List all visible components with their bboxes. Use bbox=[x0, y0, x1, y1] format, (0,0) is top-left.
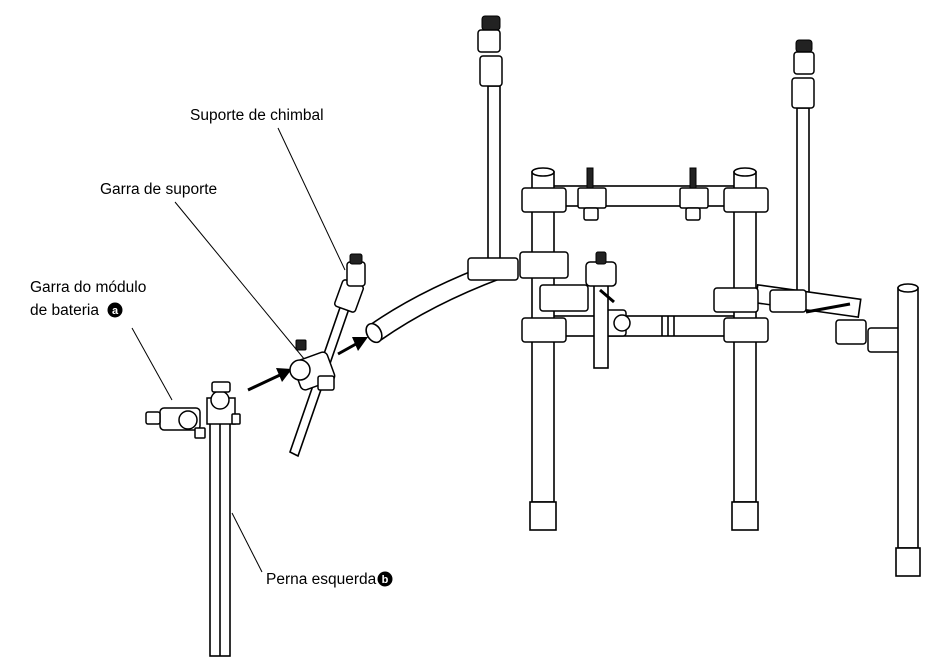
front-bar bbox=[544, 315, 746, 337]
module-clamp-label-line2: de bateria bbox=[30, 302, 99, 319]
callout-hihat-holder: Suporte de chimbal bbox=[190, 107, 346, 271]
holder-clamp bbox=[289, 339, 336, 391]
main-right-foot bbox=[731, 501, 759, 531]
hihat-holder-label: Suporte de chimbal bbox=[190, 107, 324, 124]
left-leg-leader-line bbox=[231, 512, 263, 573]
module-clamp-badge bbox=[107, 302, 123, 318]
insert-arrow-2 bbox=[337, 337, 368, 356]
holder-clamp-label: Garra de suporte bbox=[100, 181, 217, 198]
module-clamp-leader-line bbox=[131, 327, 173, 401]
callout-holder-clamp: Garra de suporte bbox=[100, 181, 306, 361]
left-leg-label: Perna esquerda bbox=[266, 571, 377, 588]
hihat-holder-top bbox=[346, 261, 366, 287]
left-leg-wingbolt bbox=[231, 413, 241, 425]
main-rack bbox=[467, 15, 921, 577]
left-cymbal-post bbox=[487, 85, 501, 267]
callout-module-clamp: Garra do módulo de bateria a bbox=[30, 279, 173, 401]
left-leg-badge-letter: b bbox=[382, 574, 389, 586]
right-leg-foot bbox=[895, 547, 921, 577]
left-arm-pipe bbox=[365, 260, 504, 344]
hihat-holder-leader-line bbox=[277, 127, 346, 271]
module-clamp bbox=[145, 407, 206, 439]
module-clamp-knob bbox=[145, 411, 161, 425]
module-clamp-badge-letter: a bbox=[112, 305, 119, 317]
left-leg-badge bbox=[377, 571, 393, 587]
module-clamp-label-line1: Garra do módulo bbox=[30, 279, 146, 296]
right-cymbal-post bbox=[796, 107, 810, 297]
left-leg bbox=[206, 381, 241, 657]
rear-bar bbox=[544, 185, 746, 207]
callout-left-leg: Perna esquerda b bbox=[231, 512, 393, 588]
right-leg bbox=[897, 287, 919, 549]
insert-arrow-1 bbox=[247, 368, 292, 392]
holder-clamp-leader-line bbox=[174, 201, 306, 361]
left-leg-ring bbox=[210, 390, 230, 410]
main-left-foot bbox=[529, 501, 557, 531]
